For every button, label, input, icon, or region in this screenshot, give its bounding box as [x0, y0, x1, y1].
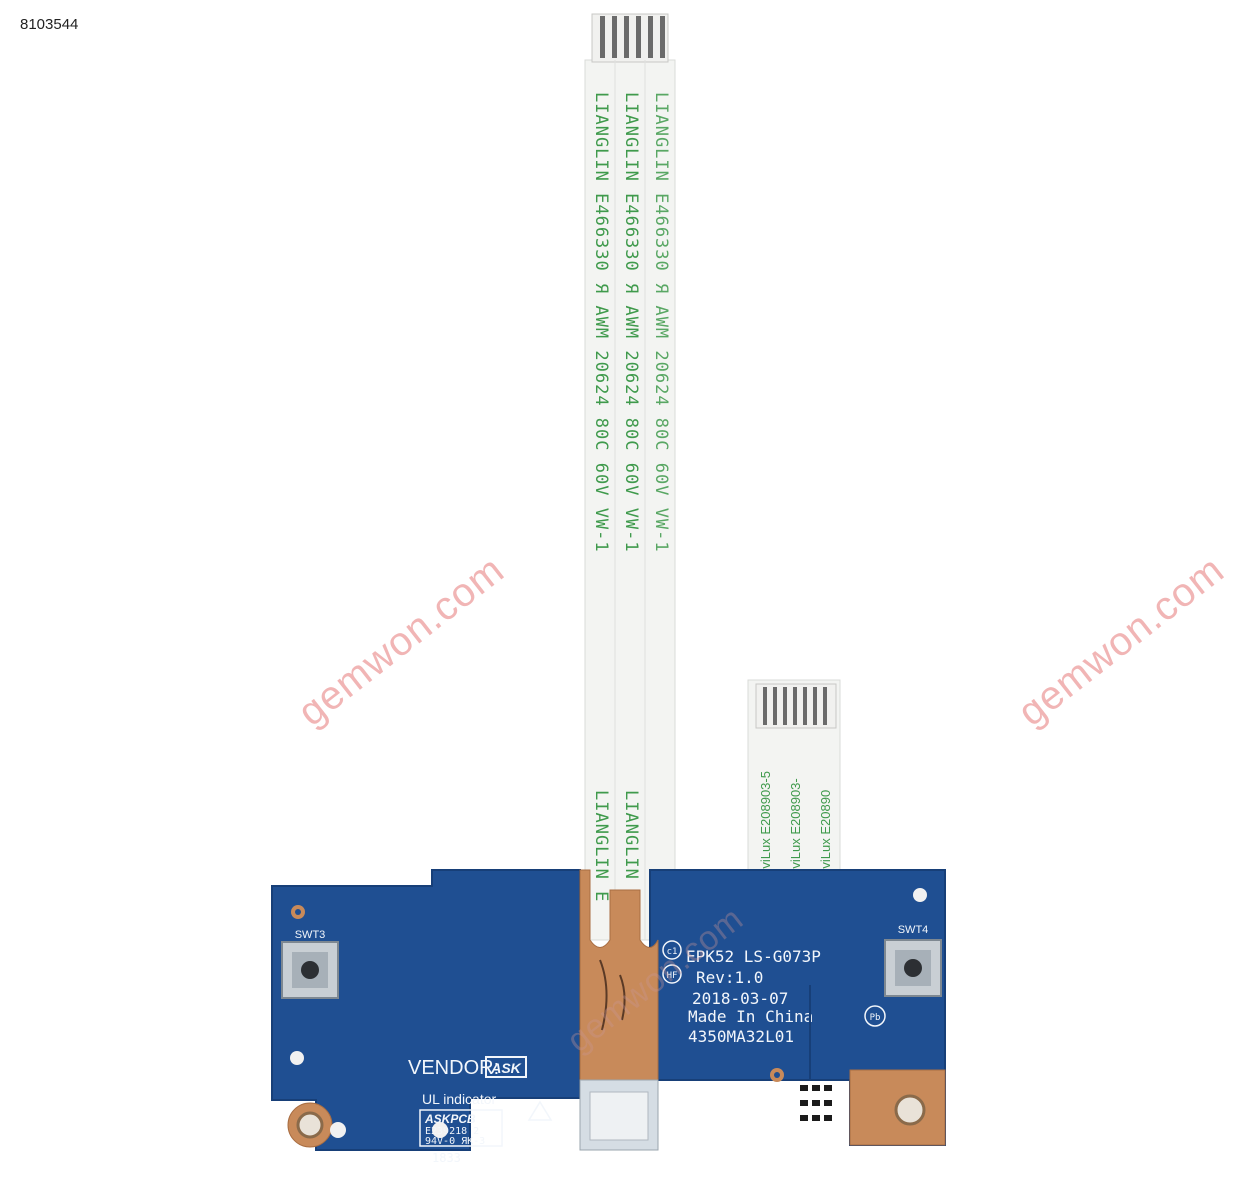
small-cable-contacts	[755, 683, 837, 729]
switch-swt4: SWT4	[884, 924, 942, 997]
askpcb-label: ASKPCB	[424, 1112, 476, 1126]
rev-label: Rev:1.0	[696, 968, 763, 987]
main-cable-lower-text: LIANGLIN E	[591, 790, 611, 902]
main-cable-text-3-mirrored: LIANGLIN E466330 Я AWM 20624 80C 60V VW-…	[651, 92, 671, 553]
right-silkscreen: c1 EPK52 LS-G073P HF Rev:1.0 2018-03-07 …	[662, 940, 886, 1121]
main-cable-lower-text-2: LIANGLIN E	[621, 790, 641, 902]
vendor-label: VENDOR:	[408, 1057, 499, 1079]
product-photo: LIANGLIN E466330 Я AWM 20624 80C 60V VW-…	[271, 13, 946, 1165]
swt4-label: SWT4	[898, 924, 929, 936]
pb-mark: Pb	[870, 1013, 881, 1023]
pcb-board	[271, 869, 946, 1151]
small-cable-text-3: CviLux E20890	[818, 790, 833, 878]
small-cable-text-2: CviLux E208903-	[788, 778, 803, 878]
e-number: E239218 2	[425, 1126, 479, 1137]
model-label: EPK52 LS-G073P	[686, 947, 821, 966]
date-label: 2018-03-07	[692, 989, 788, 1008]
hf-mark: HF	[667, 971, 678, 981]
switch-swt3: SWT3	[281, 929, 339, 999]
ul-indicator: UL indicator	[422, 1091, 497, 1107]
small-flex-cable: CviLux E208903-5 CviLux E208903- CviLux …	[747, 679, 841, 881]
made-in-label: Made In China	[688, 1007, 813, 1026]
left-silkscreen: VENDOR: ASK UL indicator ASKPCB E239218 …	[408, 1056, 553, 1165]
main-cable-contacts	[591, 13, 669, 63]
product-id: 8103544	[20, 16, 79, 33]
rating: 94V-0 ЯK-3	[425, 1136, 485, 1147]
small-cable-text-1: CviLux E208903-5	[758, 771, 773, 878]
date-code: 1833	[432, 1151, 461, 1165]
part-number: 4350MA32L01	[688, 1027, 794, 1046]
vendor-logo: ASK	[490, 1060, 521, 1076]
main-cable-text-2: LIANGLIN E466330 Я AWM 20624 80C 60V VW-…	[621, 92, 641, 553]
main-flex-cable: LIANGLIN E466330 Я AWM 20624 80C 60V VW-…	[584, 13, 676, 941]
swt3-label: SWT3	[295, 929, 326, 941]
c1-mark: c1	[667, 947, 678, 957]
main-cable-text-1: LIANGLIN E466330 Я AWM 20624 80C 60V VW-…	[591, 92, 611, 553]
